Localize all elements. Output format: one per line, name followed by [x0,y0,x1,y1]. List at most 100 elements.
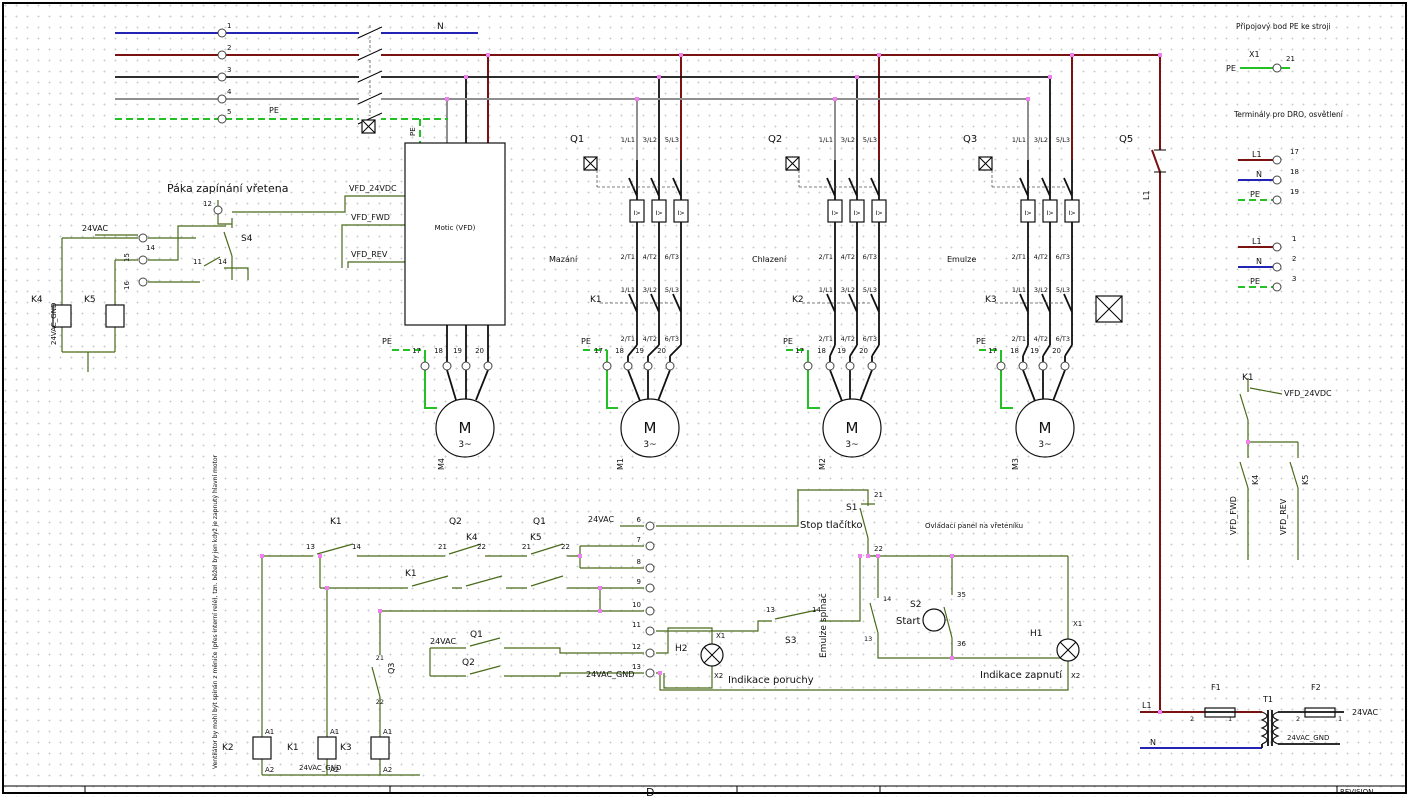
schematic-label: 3/L2 [643,136,657,144]
note-start: Start [896,616,921,627]
coil-k1[interactable] [317,736,337,760]
vfd-block[interactable] [404,142,506,326]
coil-k5[interactable] [105,304,125,328]
schematic-label: PE [976,337,986,346]
breaker-q5[interactable] [1154,149,1166,173]
schematic-label: 5/L3 [1056,136,1070,144]
coil-k4[interactable] [52,304,72,328]
schematic-label: 22 [477,543,486,551]
schematic-label: K4 [1251,475,1260,485]
wire-junction [578,554,582,558]
terminal-point [845,361,855,371]
schematic-label: 6/T3 [863,335,877,343]
schematic-label: PE [1250,277,1260,286]
main-switch[interactable] [357,26,383,134]
schematic-label: 5/L3 [665,136,679,144]
schematic-label: I> [1046,209,1053,217]
schematic-label: 19 [453,347,462,355]
wire-junction [858,554,862,558]
wire-junction [866,554,870,558]
schematic-label: 1 [1338,715,1342,723]
motor-m4[interactable] [435,398,495,458]
schematic-label: PE [581,337,591,346]
coil-k3[interactable] [370,736,390,760]
schematic-label: 1/L1 [819,136,833,144]
terminal-point [1018,361,1028,371]
coil-k2[interactable] [252,736,272,760]
schematic-label: I> [875,209,882,217]
button-s2[interactable] [922,608,946,632]
ref-f1: F1 [1211,683,1221,692]
schematic-label: 5/L3 [863,136,877,144]
terminal-number: 11 [632,621,641,629]
schematic-label: 21 [874,491,883,499]
schematic-label: 19 [1290,188,1299,196]
schematic-label: 5/L3 [863,286,877,294]
terminal-number: 7 [637,536,641,544]
terminal-point [665,361,675,371]
wire-junction [679,53,683,57]
zone-label: D [646,786,654,797]
schematic-label: 3 [1292,275,1296,283]
note-chlazeni: Chlazení [752,255,787,264]
terminal-point [645,648,655,658]
terminal-point [867,361,877,371]
terminal-number: 5 [227,108,231,116]
schematic-label: K5 [530,533,542,543]
q3-breaker[interactable] [978,156,1080,223]
note-stop: Stop tlačítko [800,519,863,531]
lamp-h2[interactable] [700,643,724,667]
motor-m3[interactable] [1015,398,1075,458]
schematic-label: 1 [1292,235,1296,243]
schematic-label: 2/T1 [1012,335,1026,343]
wire-junction [658,671,662,675]
schematic-label: PE [1250,190,1260,199]
note-fault: Indikace poruchy [728,675,814,686]
schematic-label: 20 [657,347,666,355]
q1-breaker[interactable] [583,156,689,223]
schematic-label: K4 [466,533,478,543]
terminal-box-symbol[interactable] [1095,295,1123,323]
terminal-point [138,233,148,243]
terminal-point [217,28,227,38]
ref-k3-coil: K3 [340,743,352,753]
schematic-label: L1 [1142,701,1152,710]
terminal-point [825,361,835,371]
schematic-label: 14 [352,543,361,551]
wire-junction [325,586,329,590]
schematic-label: 3/L2 [643,286,657,294]
schematic-label: 35 [957,591,966,599]
ref-x1: X1 [1249,50,1260,59]
terminal-point [645,606,655,616]
motor-m2[interactable] [822,398,882,458]
schematic-label: I> [655,209,662,217]
schematic-label: 24VAC [1352,708,1378,717]
schematic-label: PE [409,127,417,136]
schematic-label: 14 [883,595,891,603]
schematic-label: 3/L2 [841,136,855,144]
terminal-point [483,361,493,371]
schematic-label: X1 [716,632,725,640]
schematic-label: 6/T3 [863,253,877,261]
schematic-label: 21 [438,543,447,551]
schematic-label: PE [382,337,392,346]
control-wires [61,195,1299,776]
terminal-point [1272,282,1282,292]
schematic-label: 17 [988,347,997,355]
wire-junction [876,554,880,558]
ref-m2: M2 [818,458,827,470]
terminal-point [1038,361,1048,371]
lamp-h1[interactable] [1056,638,1080,662]
schematic-label: Q3 [387,663,396,674]
terminal-point [138,277,148,287]
schematic-label: PE [1226,64,1236,73]
q2-breaker[interactable] [785,156,887,223]
schematic-label: 18 [615,347,624,355]
wire-junction [378,609,382,613]
terminal-number: 8 [637,558,641,566]
schematic-label: N [1256,170,1262,179]
transformer-t1[interactable] [1260,711,1280,745]
schematic-label: 19 [1030,347,1039,355]
motor-m1[interactable] [620,398,680,458]
